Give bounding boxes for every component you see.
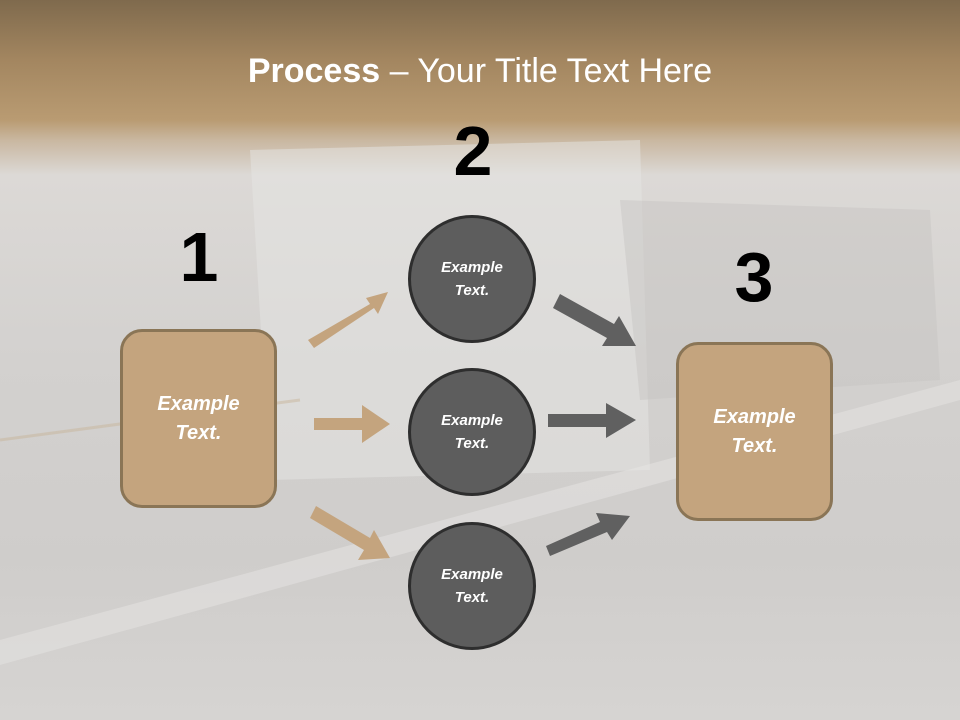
box-1-line2: Text.: [175, 421, 222, 444]
arrow-gray-up-icon: [546, 513, 630, 556]
title-rest: – Your Title Text Here: [380, 52, 713, 90]
arrow-tan-up-icon: [308, 292, 388, 348]
arrow-tan-right-icon: [314, 405, 390, 443]
box-3-line2: Text.: [731, 434, 778, 457]
circle-3-line1: Example: [441, 566, 503, 583]
arrow-tan-down-icon: [310, 506, 390, 560]
circle-1-line1: Example: [441, 259, 503, 276]
slide-title: Process – Your Title Text Here: [0, 52, 960, 91]
circle-2-line2: Text.: [454, 435, 490, 452]
arrow-gray-right-icon: [548, 403, 636, 438]
title-bold: Process: [247, 52, 381, 90]
circle-2-line1: Example: [441, 412, 503, 429]
circle-3-line2: Text.: [454, 589, 490, 606]
arrow-gray-down-icon: [553, 294, 636, 346]
box-3-line1: Example: [713, 405, 796, 428]
circle-1-line2: Text.: [454, 282, 490, 299]
box-1-line1: Example: [157, 392, 240, 415]
step-number-2: 2: [453, 112, 493, 190]
step-number-3: 3: [734, 238, 774, 316]
step-number-1: 1: [179, 218, 219, 296]
